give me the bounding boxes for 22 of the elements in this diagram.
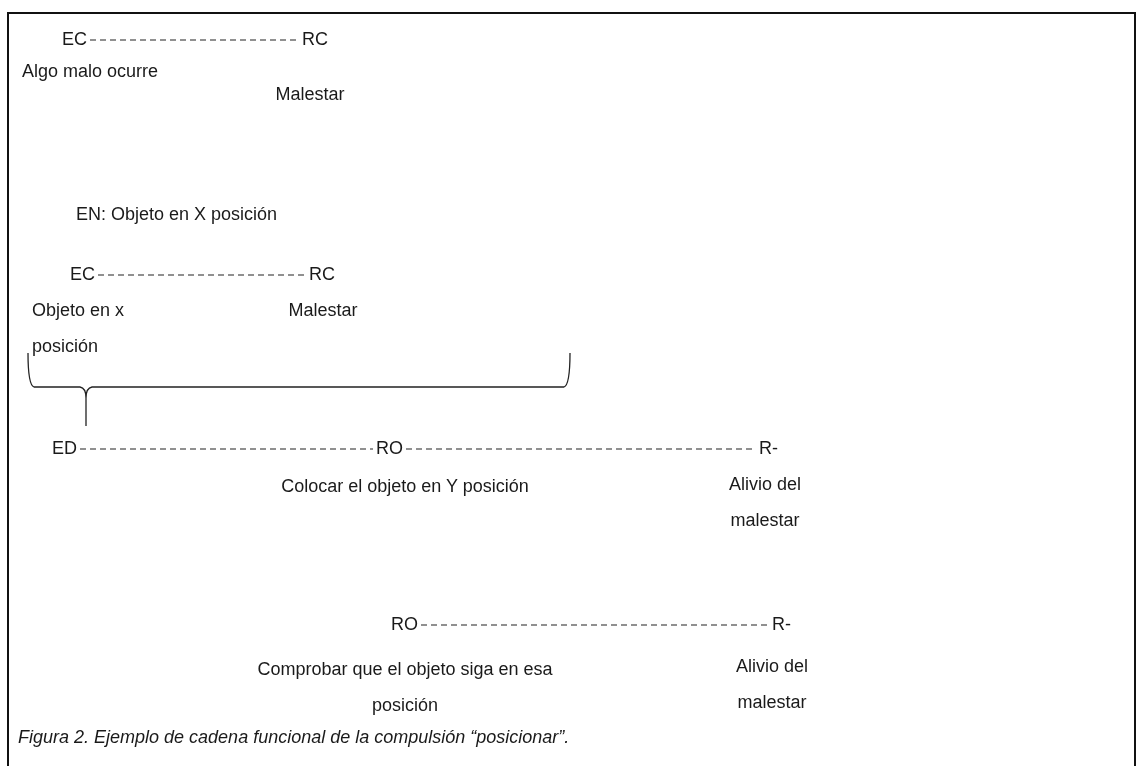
dashed-connector (79, 448, 374, 450)
figure-caption: Figura 2. Ejemplo de cadena funcional de la compulsión “posicionar”. (18, 727, 570, 748)
term-label: RO (376, 437, 403, 459)
description-text: Objeto en x posición (32, 299, 126, 358)
term-label: RO (391, 613, 418, 635)
description-text: Malestar (274, 83, 346, 106)
description-text: Malestar (287, 299, 359, 322)
description-text: Comprobar que el objeto siga en esa posición (256, 658, 554, 717)
term-label: EC (70, 263, 95, 285)
dashed-connector (420, 624, 770, 626)
term-label: ED (52, 437, 77, 459)
description-text: Algo malo ocurre (20, 60, 160, 83)
description-text: EN: Objeto en X posición (76, 203, 279, 226)
term-label: RC (302, 28, 328, 50)
term-label: RC (309, 263, 335, 285)
term-label: EC (62, 28, 87, 50)
description-text: Colocar el objeto en Y posición (280, 475, 530, 498)
description-text: Alivio del malestar (727, 473, 802, 532)
term-label: R- (772, 613, 791, 635)
term-label: R- (759, 437, 778, 459)
description-text: Alivio del malestar (734, 655, 809, 714)
dashed-connector (97, 274, 307, 276)
